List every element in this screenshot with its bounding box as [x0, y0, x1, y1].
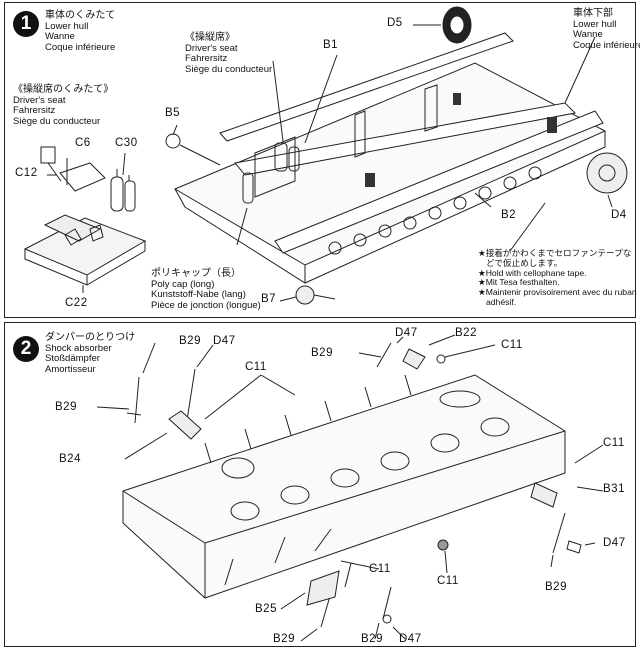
lower-hull-note: 車体下部 Lower hull Wanne Coque inférieure	[573, 8, 640, 51]
part-label-c12: C12	[15, 167, 38, 179]
part-label-d47: D47	[213, 335, 236, 347]
part-label-b29: B29	[55, 401, 77, 413]
part-label-c11: C11	[369, 563, 391, 575]
drivers-seat-assembly-caption: 《操縦席のくみたて》 Driver's seat Fahrersitz Sièg…	[13, 84, 114, 127]
part-label-c11: C11	[437, 575, 459, 587]
part-label-d47: D47	[399, 633, 422, 645]
part-label-b31: B31	[603, 483, 625, 495]
tape-note: ★接着がかわくまでセロファンテープな どで仮止めします。 ★Hold with …	[478, 248, 637, 307]
part-label-c6: C6	[75, 137, 91, 149]
part-label-b2: B2	[501, 209, 517, 221]
part-label-b25: B25	[255, 603, 277, 615]
part-label-b22: B22	[455, 327, 477, 339]
part-label-b5: B5	[165, 107, 181, 119]
part-label-c11: C11	[603, 437, 625, 449]
step-1-illustration	[23, 6, 628, 305]
step-title: 車体のくみたて Lower hull Wanne Coque inférieur…	[45, 10, 116, 53]
step-title: ダンパーのとりつけ Shock absorber Stoßdämpfer Amo…	[45, 332, 136, 375]
part-label-d47: D47	[603, 537, 626, 549]
part-label-b29: B29	[311, 347, 333, 359]
step-number: 1	[13, 11, 39, 37]
part-label-b29: B29	[273, 633, 295, 645]
part-label-b1: B1	[323, 39, 339, 51]
drivers-seat-caption: 《操縦席》 Driver's seat Fahrersitz Siège du …	[185, 32, 273, 75]
part-label-b29: B29	[545, 581, 567, 593]
part-label-b24: B24	[59, 453, 81, 465]
part-label-d4: D4	[611, 209, 627, 221]
part-label-c22: C22	[65, 297, 88, 309]
part-label-c11: C11	[245, 361, 267, 373]
step-2-panel: 2 ダンパーのとりつけ Shock absorber Stoßdämpfer A…	[4, 322, 636, 647]
part-label-c11: C11	[501, 339, 523, 351]
part-label-d47: D47	[395, 327, 418, 339]
part-label-d5: D5	[387, 17, 403, 29]
part-label-c30: C30	[115, 137, 138, 149]
step-2-illustration	[96, 334, 604, 642]
part-label-b29: B29	[361, 633, 383, 645]
step-number: 2	[13, 336, 39, 362]
step-1-panel: 1 車体のくみたて Lower hull Wanne Coque inférie…	[4, 2, 640, 318]
poly-cap-caption: ポリキャップ（長） Poly cap (long) Kunststoff-Nab…	[151, 268, 261, 311]
part-label-b7: B7	[261, 293, 277, 305]
part-label-b29: B29	[179, 335, 201, 347]
